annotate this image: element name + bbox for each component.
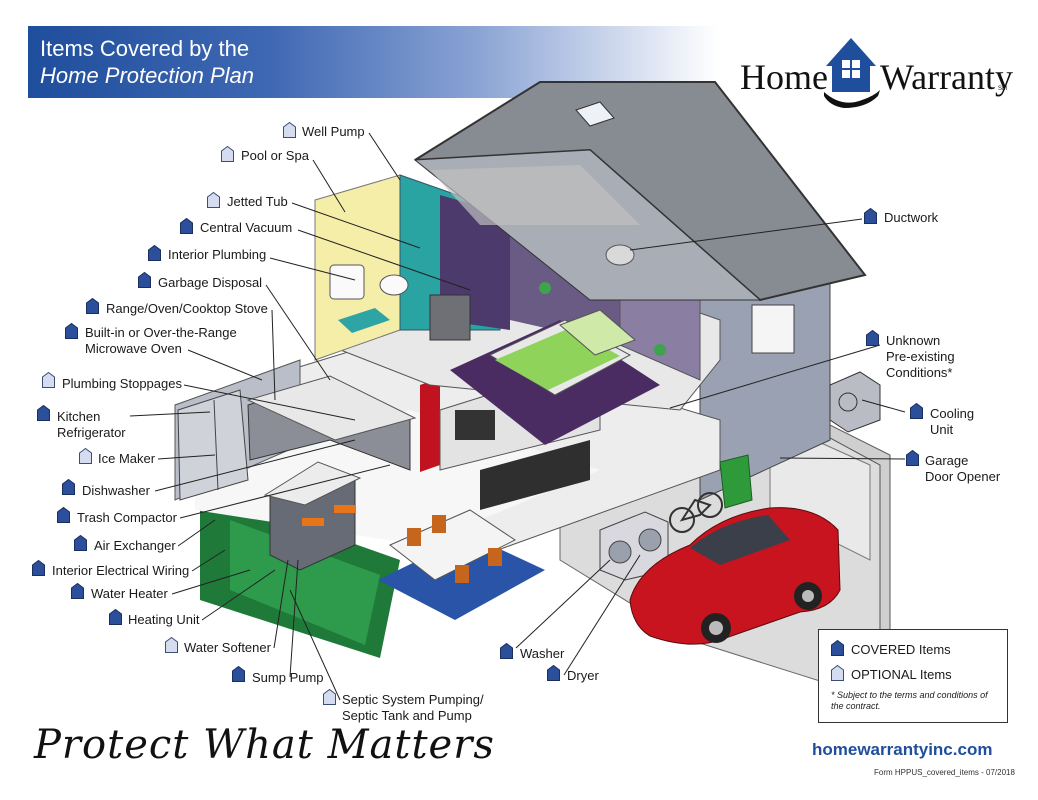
covered-house-icon	[866, 330, 879, 346]
label-dryer: Dryer	[567, 668, 599, 683]
label-ice-maker: Ice Maker	[98, 451, 156, 466]
website-url[interactable]: homewarrantyinc.com	[812, 740, 993, 759]
car-illustration	[629, 507, 841, 645]
covered-house-icon	[62, 479, 75, 495]
covered-house-icon	[864, 208, 877, 224]
label-garage-line-2: Door Opener	[925, 469, 1001, 484]
optional-house-icon	[207, 192, 220, 208]
covered-house-icon	[32, 560, 45, 576]
legend-optional-label: OPTIONAL Items	[851, 667, 952, 682]
logo-word-home: Home	[740, 57, 828, 97]
label-water-softener: Water Softener	[184, 640, 271, 655]
title-banner: Items Covered by the Home Protection Pla…	[28, 26, 718, 98]
covered-house-icon	[547, 665, 560, 681]
tagline: Protect What Matters	[34, 722, 495, 768]
label-interior-plumbing: Interior Plumbing	[168, 247, 267, 262]
optional-house-icon	[79, 448, 92, 464]
label-kitchen-line-2: Refrigerator	[57, 425, 126, 440]
label-cooling-line-1: Cooling	[930, 406, 975, 421]
optional-house-icon	[221, 146, 234, 162]
covered-house-icon	[74, 535, 87, 551]
label-septic-line-1: Septic System Pumping/	[342, 692, 484, 707]
optional-house-icon	[283, 122, 296, 138]
legend-covered-label: COVERED Items	[851, 642, 951, 657]
covered-house-icon	[232, 666, 245, 682]
label-septic-line-2: Septic Tank and Pump	[342, 708, 472, 723]
covered-house-icon	[910, 403, 923, 419]
label-garage-line-1: Garage	[925, 453, 969, 468]
label-unknown-line-3: Conditions*	[886, 365, 953, 380]
leader-lines	[129, 132, 906, 701]
label-ductwork: Ductwork	[884, 210, 939, 225]
covered-house-icon	[500, 643, 513, 659]
optional-house-icon	[323, 689, 336, 705]
covered-house-icon	[148, 245, 161, 261]
label-plumbing-stoppages: Plumbing Stoppages	[62, 376, 182, 391]
label-range-oven-cooktop: Range/Oven/Cooktop Stove	[106, 301, 268, 316]
label-dishwasher: Dishwasher	[82, 483, 150, 498]
service-mark: SM	[998, 86, 1007, 92]
label-microwave-line-2: Microwave Oven	[85, 341, 182, 356]
covered-house-icon	[65, 323, 78, 339]
label-washer: Washer	[520, 646, 565, 661]
covered-house-icon	[138, 272, 151, 288]
label-interior-electrical-wiring: Interior Electrical Wiring	[52, 563, 190, 578]
covered-house-icon	[37, 405, 50, 421]
covered-house-icon	[71, 583, 84, 599]
label-kitchen-line-1: Kitchen	[57, 409, 101, 424]
label-unknown-line-2: Pre-existing	[886, 349, 955, 364]
label-air-exchanger: Air Exchanger	[94, 538, 176, 553]
covered-house-icon	[86, 298, 99, 314]
label-central-vacuum: Central Vacuum	[200, 220, 293, 235]
legend-box: COVERED Items OPTIONAL Items * Subject t…	[818, 629, 1008, 723]
covered-house-icon	[831, 640, 844, 656]
label-water-heater: Water Heater	[91, 586, 168, 601]
covered-house-icon	[906, 450, 919, 466]
title-line-1: Items Covered by the	[40, 36, 250, 61]
optional-house-icon	[831, 665, 844, 681]
label-pool-or-spa: Pool or Spa	[241, 148, 309, 163]
optional-house-icon	[165, 637, 178, 653]
house-hand-logo-icon	[824, 38, 880, 108]
label-jetted-tub: Jetted Tub	[227, 194, 288, 209]
label-well-pump: Well Pump	[302, 124, 365, 139]
logo-word-warranty: Warranty	[880, 57, 1014, 97]
label-trash-compactor: Trash Compactor	[77, 510, 177, 525]
label-heating-unit: Heating Unit	[128, 612, 200, 627]
label-garbage-disposal: Garbage Disposal	[158, 275, 263, 290]
covered-house-icon	[109, 609, 122, 625]
legend-footnote: * Subject to the terms and conditions of…	[831, 690, 988, 711]
home-warranty-logo: Home Warranty SM	[740, 34, 1014, 110]
optional-house-icon	[42, 372, 55, 388]
covered-house-icon	[57, 507, 70, 523]
label-cooling-line-2: Unit	[930, 422, 954, 437]
label-unknown-line-1: Unknown	[886, 333, 941, 348]
form-id: Form HPPUS_covered_items - 07/2018	[874, 768, 1015, 777]
covered-house-icon	[180, 218, 193, 234]
label-sump-pump: Sump Pump	[252, 670, 324, 685]
title-line-2: Home Protection Plan	[40, 63, 254, 88]
label-microwave-line-1: Built-in or Over-the-Range	[85, 325, 237, 340]
